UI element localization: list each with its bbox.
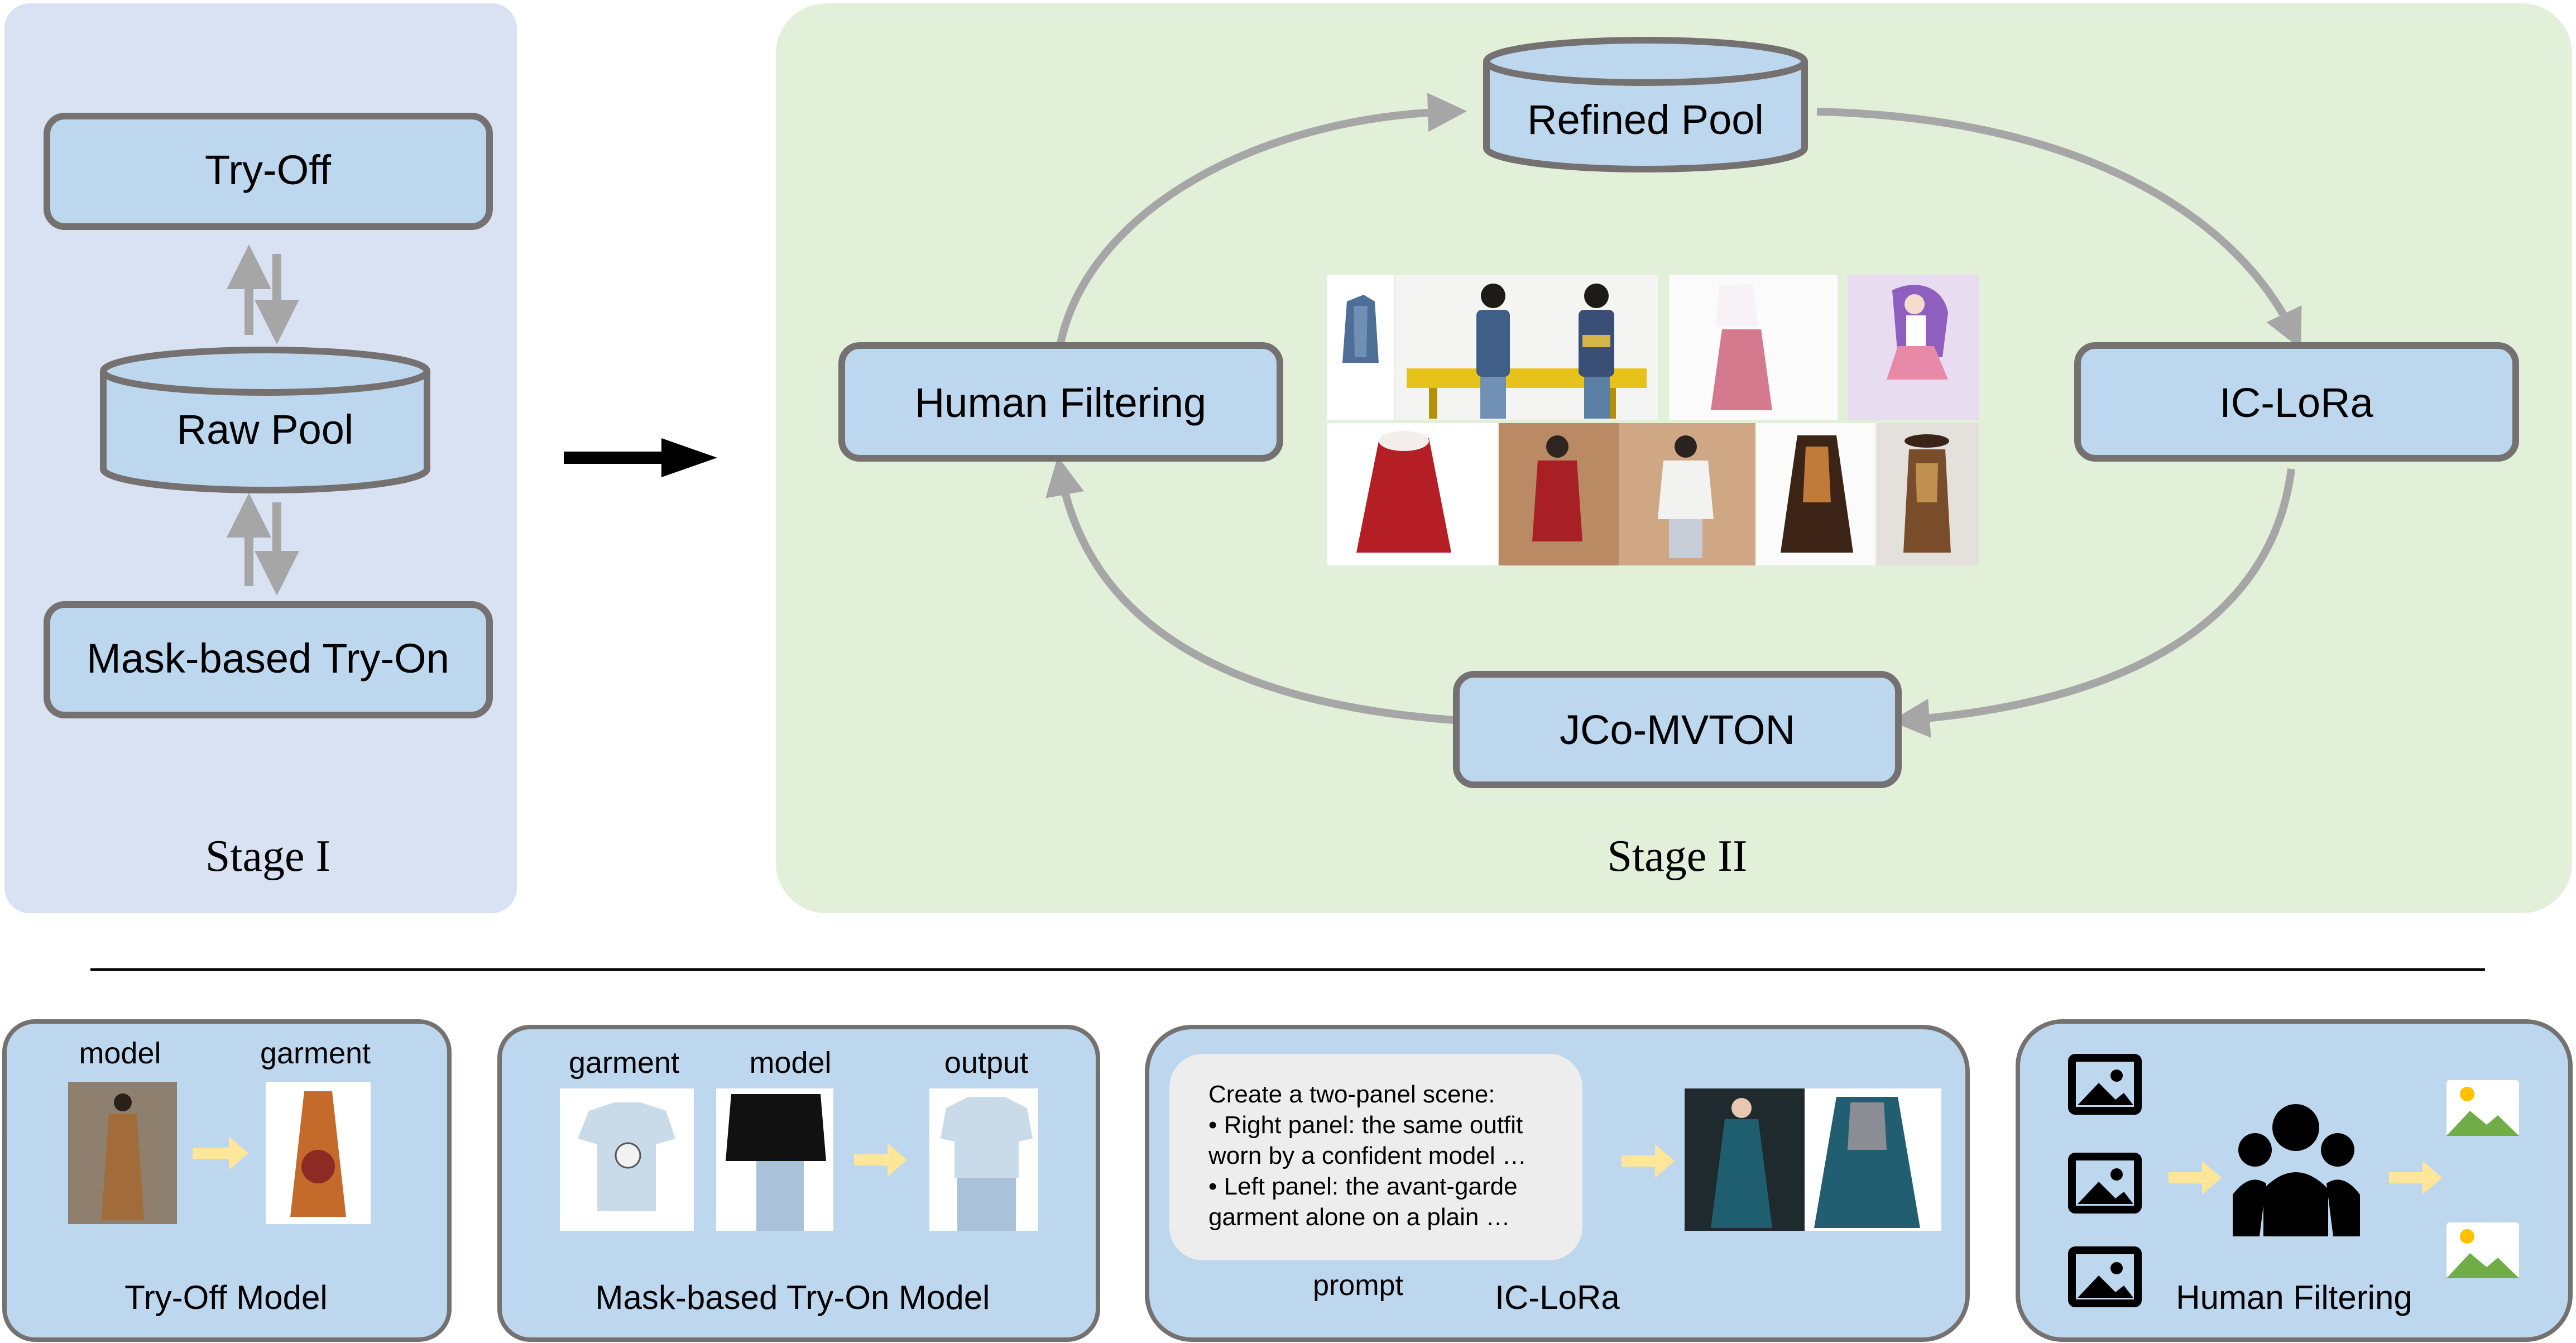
legend-filter-arrow-out [2389,1161,2442,1195]
stage1-title: Stage I [205,832,330,881]
legend-iclora-caption: IC-LoRa [1495,1279,1620,1316]
raw-pool-label: Raw Pool [177,406,354,453]
sample-white-jacket-image [1619,423,1755,565]
legend-prompt-line-2: • Right panel: the same outfit [1208,1111,1523,1139]
legend-prompt-label: prompt [1313,1269,1403,1302]
sample-vest-image [1327,275,1394,420]
stage-transition-arrow [564,438,717,477]
sample-red-coat-image [1327,423,1498,565]
stage2-title: Stage II [1607,832,1747,881]
refined-pool-label: Refined Pool [1527,97,1764,143]
jco-mvton-node: JCo-MVTON [1453,671,1902,788]
legend-filter-arrow-in [2169,1161,2222,1195]
human-filtering-node: Human Filtering [838,342,1283,462]
legend-prompt-line-5: garment alone on a plain … [1208,1203,1510,1231]
legend-prompt-line-1: Create a two-panel scene: [1208,1081,1495,1108]
arrow-refined-to-iclora [1816,108,2302,349]
legend-try-off-garment-label: garment [260,1037,371,1070]
legend-mask-garment-label: garment [569,1046,679,1080]
image-icon [2068,1246,2142,1307]
legend-filter-caption: Human Filtering [2176,1279,2412,1316]
image-check-icon [2447,1222,2519,1278]
legend-iclora-output-image [1685,1088,1941,1231]
people-icon [2233,1104,2360,1236]
mask-try-on-label: Mask-based Try-On [87,635,449,682]
jco-mvton-label: JCo-MVTON [1560,707,1795,753]
legend-mask-model-label: model [749,1046,831,1080]
legend-try-off-model-image [68,1082,177,1224]
legend-prompt-box [1169,1054,1582,1260]
legend-iclora-arrow [1622,1144,1675,1178]
legend-mask-caption: Mask-based Try-On Model [596,1279,990,1316]
sample-anime-image [1848,275,1979,420]
legend-filter-panel: Human Filtering [2016,1019,2573,1342]
legend-mask-output-image [929,1088,1038,1231]
sample-armor-image [1755,423,1875,565]
legend-iclora-panel: Create a two-panel scene: • Right panel:… [1145,1025,1970,1342]
human-filtering-label: Human Filtering [915,380,1206,426]
cycle-arrows [1045,93,2302,738]
try-off-node: Try-Off [44,113,493,230]
legend-prompt-line-4: • Left panel: the avant-garde [1208,1173,1518,1200]
ic-lora-node: IC-LoRa [2074,342,2519,462]
sample-collage [1327,275,1979,565]
sample-model-vest-image [1395,275,1658,420]
ic-lora-label: IC-LoRa [2219,380,2373,426]
legend-try-off-caption: Try-Off Model [124,1279,327,1316]
legend-try-off-panel: model garment Try-Off Model [2,1019,452,1342]
arrow-jco-to-filter [1045,456,1455,724]
legend-try-off-arrow [193,1136,248,1170]
sample-pink-outfit-image [1669,275,1838,420]
sample-model-coat-image [1499,423,1619,565]
mask-try-on-node: Mask-based Try-On [44,601,493,718]
image-icon [2068,1054,2142,1115]
image-icon [2068,1153,2142,1214]
legend-mask-output-label: output [944,1046,1028,1080]
image-check-icon [2447,1080,2519,1136]
sample-knight-image [1877,423,1979,565]
raw-pool-node: Raw Pool [100,347,430,493]
try-off-label: Try-Off [205,147,332,193]
arrow-filter-to-refined [1057,93,1467,344]
legend-prompt-line-3: worn by a confident model … [1208,1142,1527,1169]
legend-mask-arrow [854,1143,907,1177]
refined-pool-node: Refined Pool [1483,37,1808,172]
bidirectional-arrow-bottom [227,493,299,596]
legend-mask-panel: garment model output Mask-based Try-On M… [497,1025,1100,1342]
legend-try-off-model-label: model [79,1037,161,1070]
legend-mask-garment-image [560,1088,694,1231]
legend-try-off-garment-image [266,1082,371,1224]
bidirectional-arrow-top [227,244,299,344]
arrow-iclora-to-jco [1891,468,2295,738]
legend-mask-model-image [716,1088,833,1231]
